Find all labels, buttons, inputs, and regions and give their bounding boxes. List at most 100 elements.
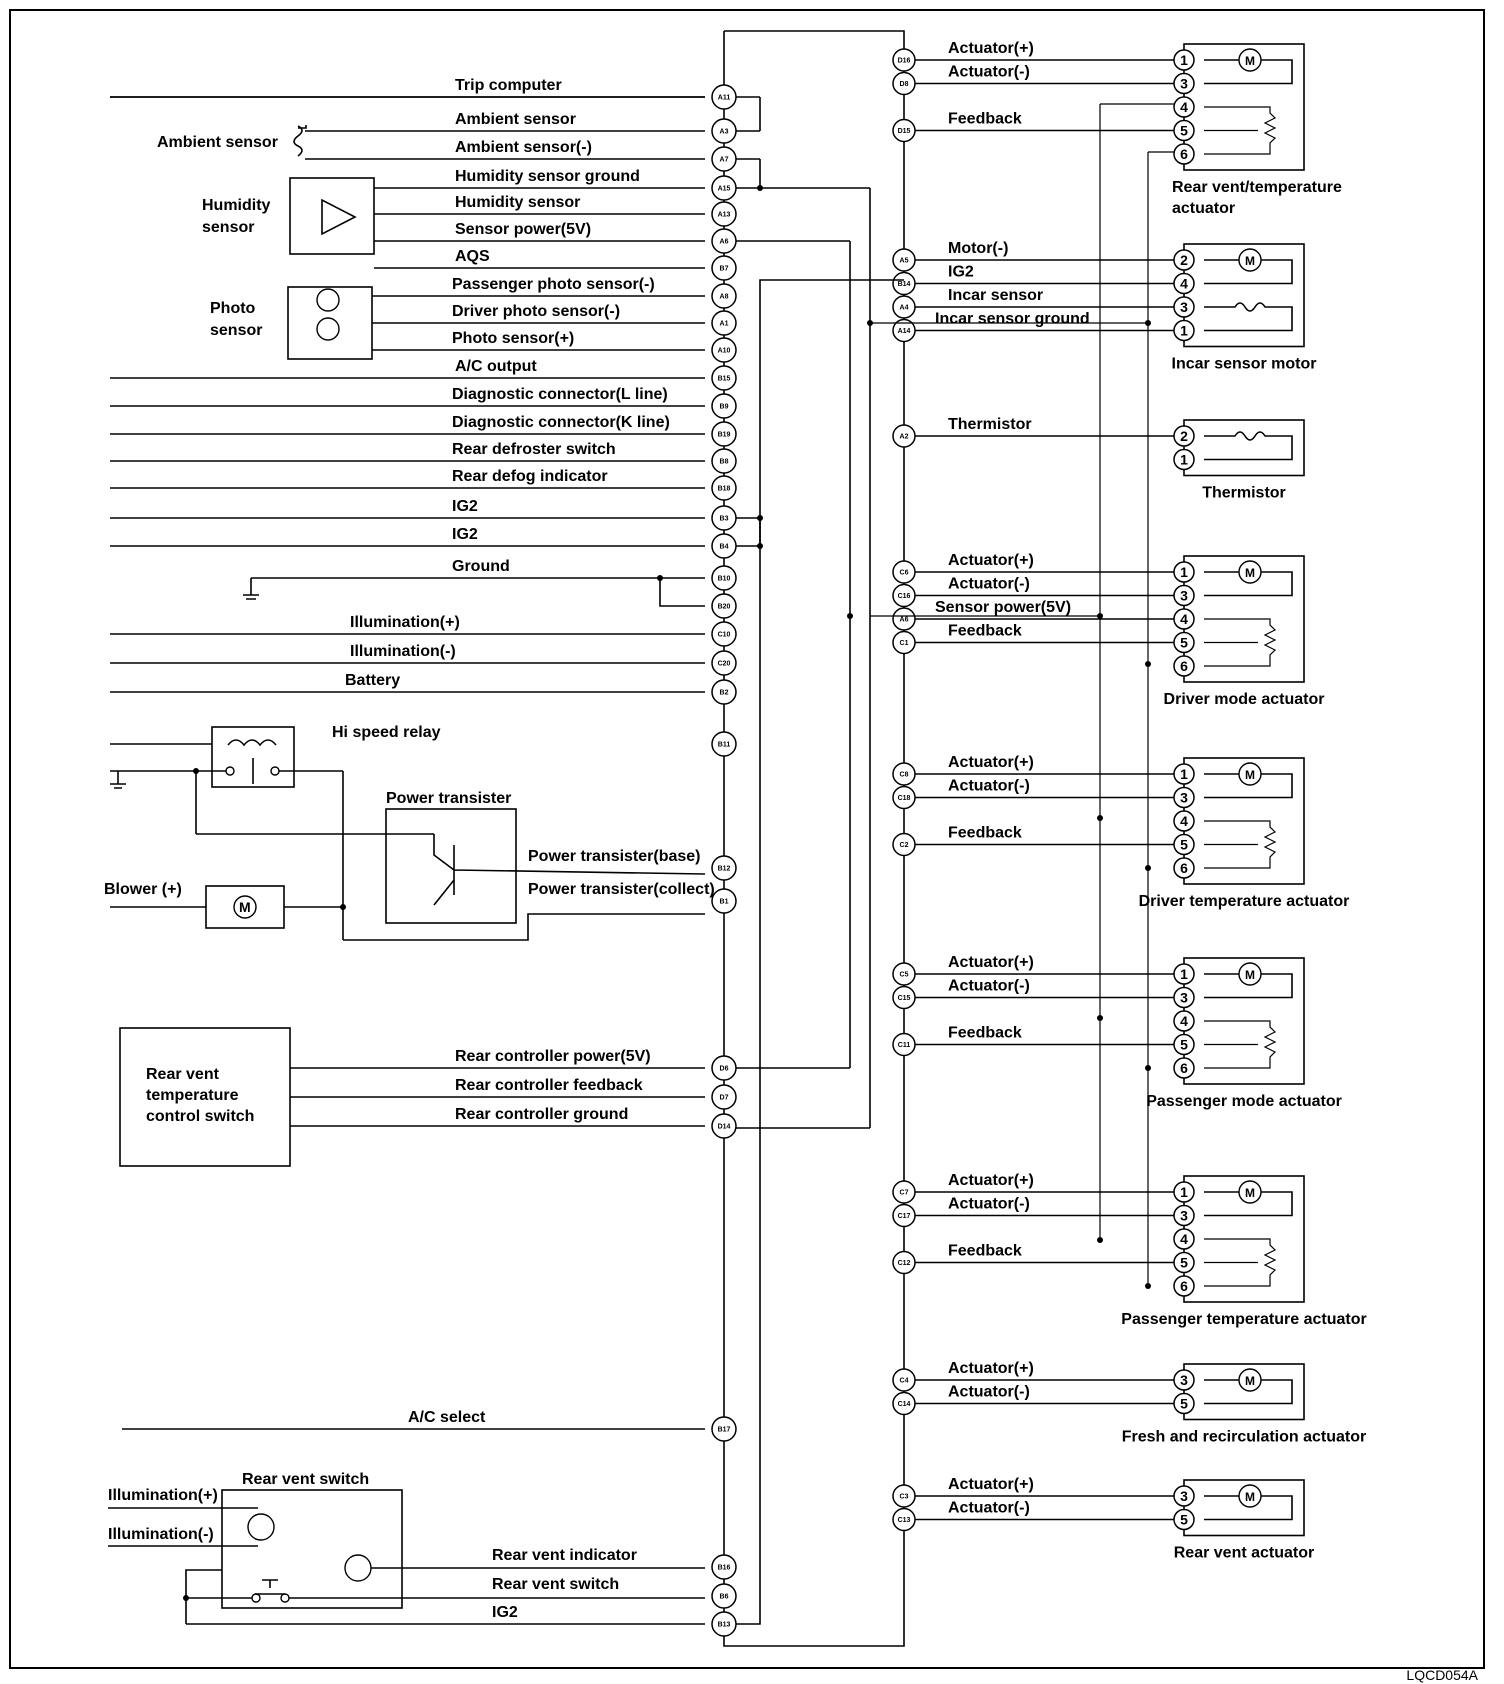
pin-circle xyxy=(711,448,737,474)
transister-symbol-icon xyxy=(433,834,706,906)
connector-pin-label: Feedback xyxy=(948,1025,1022,1042)
left-pin-b9: Diagnostic connector(L line)B9 xyxy=(110,386,737,419)
svg-text:5: 5 xyxy=(1180,123,1188,139)
pin-label: Diagnostic connector(L line) xyxy=(452,386,668,403)
connector-pin-label: Incar sensor xyxy=(948,287,1043,304)
pin-label: IG2 xyxy=(452,526,478,543)
left-pin-a10: Photo sensor(+)A10 xyxy=(372,330,737,363)
svg-text:3: 3 xyxy=(1180,299,1188,315)
svg-text:M: M xyxy=(1245,968,1255,982)
connector-pin-label: Feedback xyxy=(948,1243,1022,1260)
pin-id: B2 xyxy=(720,690,729,697)
svg-text:C7: C7 xyxy=(900,1190,909,1197)
svg-text:A2: A2 xyxy=(900,434,909,441)
photo-diode-icon xyxy=(316,317,340,341)
pin-id: A11 xyxy=(718,95,731,102)
pin-id: B11 xyxy=(718,742,731,749)
pin-circle xyxy=(711,731,737,757)
svg-text:4: 4 xyxy=(1180,1231,1188,1247)
svg-text:C3: C3 xyxy=(900,1494,909,1501)
connector-pin-label: Feedback xyxy=(948,111,1022,128)
connector-pin-label: Actuator(-) xyxy=(948,778,1030,795)
pin-circle xyxy=(711,337,737,363)
pin-id: C20 xyxy=(718,661,731,668)
actuator-box xyxy=(1183,1363,1305,1421)
terminal xyxy=(1173,1275,1195,1297)
svg-text:5: 5 xyxy=(1180,635,1188,651)
pin-circle xyxy=(711,888,737,914)
terminal xyxy=(1173,1010,1195,1032)
svg-text:3: 3 xyxy=(1180,76,1188,92)
feedback-pot-icon xyxy=(1204,1238,1277,1287)
svg-text:1: 1 xyxy=(1180,52,1188,68)
pin-id: A1 xyxy=(720,321,729,328)
pin-id: B4 xyxy=(720,544,729,551)
pin-id: A10 xyxy=(718,348,731,355)
actuator-name: Incar sensor motor xyxy=(1172,356,1317,373)
feedback-pot-icon xyxy=(1204,618,1277,667)
pin-id: B7 xyxy=(720,266,729,273)
pin-label: Rear controller ground xyxy=(455,1106,628,1123)
svg-text:C5: C5 xyxy=(900,972,909,979)
pin-label: Ambient sensor xyxy=(455,111,576,128)
rear-vent-temp-switch-label-3: control switch xyxy=(146,1108,254,1125)
svg-text:4: 4 xyxy=(1180,611,1188,627)
humidity-sensor-label-1: Humidity xyxy=(202,197,271,214)
svg-text:M: M xyxy=(1245,1186,1255,1200)
pin-label: Ground xyxy=(452,558,510,575)
pin-id: B18 xyxy=(718,486,731,493)
svg-text:5: 5 xyxy=(1180,1396,1188,1412)
pin-label: Rear defog indicator xyxy=(452,468,608,485)
svg-text:M: M xyxy=(1245,1374,1255,1388)
pin-id: B16 xyxy=(718,1565,731,1572)
relay-coil-icon xyxy=(227,739,277,747)
connector-pin-label: Actuator(+) xyxy=(948,1360,1034,1377)
actuator-name: Passenger mode actuator xyxy=(1146,1093,1342,1110)
rvs-illumination-plus-label: Illumination(+) xyxy=(108,1487,218,1504)
connector-pin-label: Actuator(+) xyxy=(948,754,1034,771)
actuator-name: Rear vent/temperature xyxy=(1172,179,1342,196)
pin-label: Hi speed relay xyxy=(332,724,441,741)
left-pin-a8: Passenger photo sensor(-)A8 xyxy=(372,276,737,309)
pin-id: B1 xyxy=(720,899,729,906)
pin-circle xyxy=(711,650,737,676)
rear-vent-temp-switch-label-2: temperature xyxy=(146,1087,239,1104)
svg-text:M: M xyxy=(1245,566,1255,580)
connector-pin-label: Actuator(+) xyxy=(948,1476,1034,1493)
svg-text:1: 1 xyxy=(1180,766,1188,782)
svg-text:4: 4 xyxy=(1180,813,1188,829)
pin-id: C10 xyxy=(718,632,731,639)
left-pin-b19: Diagnostic connector(K line)B19 xyxy=(110,414,737,447)
actuator-name: actuator xyxy=(1172,200,1235,217)
pin-circle xyxy=(711,1554,737,1580)
pin-id: B10 xyxy=(718,576,731,583)
svg-text:3: 3 xyxy=(1180,790,1188,806)
photo-sensor-box xyxy=(287,286,373,360)
rvs-pushbutton-icon xyxy=(255,1579,285,1595)
svg-text:2: 2 xyxy=(1180,252,1188,268)
rvs-indicator-lamp-icon xyxy=(344,1554,372,1582)
figure-code: LQCD054A xyxy=(1406,1667,1478,1683)
pin-label: A/C select xyxy=(408,1409,486,1426)
pin-circle xyxy=(711,475,737,501)
rvs-illumination-lamp-icon xyxy=(247,1513,275,1541)
connector-pin-label: Thermistor xyxy=(948,416,1032,433)
connector-pin-label: Actuator(-) xyxy=(948,1384,1030,1401)
left-pin-a1: Driver photo sensor(-)A1 xyxy=(372,303,737,336)
pin-circle xyxy=(711,201,737,227)
svg-text:1: 1 xyxy=(1180,1184,1188,1200)
pin-label: Trip computer xyxy=(455,77,562,94)
terminal xyxy=(1173,96,1195,118)
svg-text:1: 1 xyxy=(1180,452,1188,468)
